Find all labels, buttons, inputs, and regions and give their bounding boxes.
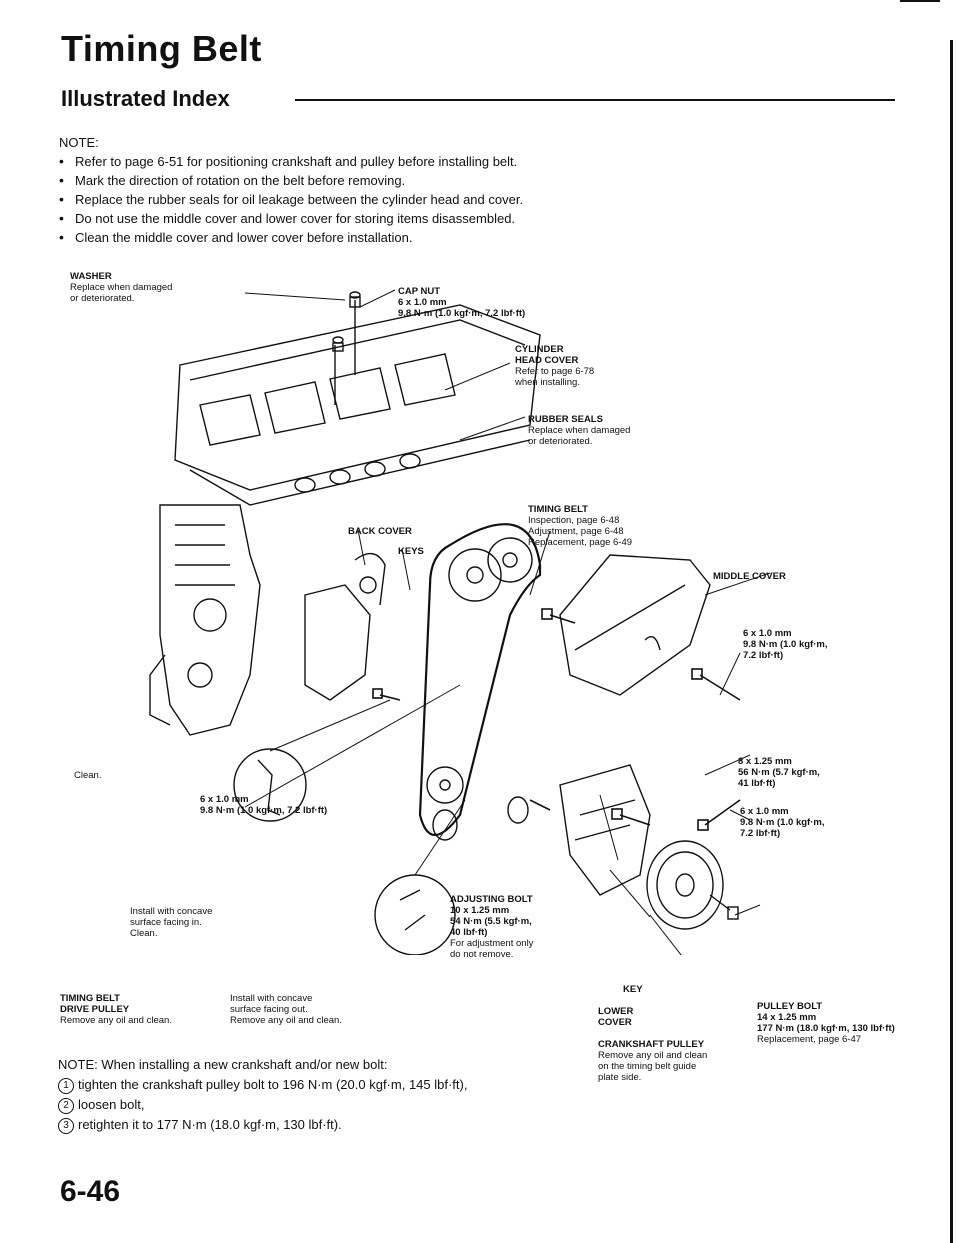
note-item: Refer to page 6-51 for positioning crank…	[59, 152, 859, 171]
bottom-note: NOTE: When installing a new crankshaft a…	[58, 1055, 758, 1135]
adjusting-bolt-text: For adjustment only do not remove.	[450, 938, 534, 960]
step-text: loosen bolt,	[78, 1097, 145, 1112]
timing-belt-title: TIMING BELT	[528, 504, 588, 515]
cap-nut-spec: 6 x 1.0 mm 9.8 N·m (1.0 kgf·m, 7.2 lbf·f…	[398, 297, 526, 319]
diagram-drawing	[149, 289, 771, 955]
back-cover-shape	[304, 552, 386, 701]
drive-pulley-text: Remove any oil and clean.	[60, 1015, 172, 1026]
cylinder-head-cover-shape	[174, 300, 541, 506]
note-item: Clean the middle cover and lower cover b…	[59, 228, 859, 247]
bolt-8-label: 8 x 1.25 mm 56 N·m (5.7 kgf·m, 41 lbf·ft…	[738, 745, 820, 789]
bottom-note-intro: NOTE: When installing a new crankshaft a…	[58, 1057, 388, 1072]
adjusting-bolt-spec: 10 x 1.25 mm 54 N·m (5.5 kgf·m, 40 lbf·f…	[450, 905, 532, 938]
step-number: 1	[58, 1077, 74, 1094]
drive-pulley-title: TIMING BELT DRIVE PULLEY	[60, 993, 130, 1015]
bolt-6-right-label: 6 x 1.0 mm 9.8 N·m (1.0 kgf·m, 7.2 lbf·f…	[740, 795, 824, 839]
note-item: Replace the rubber seals for oil leakage…	[59, 190, 859, 209]
middle-bolt-spec: 6 x 1.0 mm 9.8 N·m (1.0 kgf·m, 7.2 lbf·f…	[743, 628, 828, 661]
note-item: Do not use the middle cover and lower co…	[59, 209, 859, 228]
leader-lines	[244, 289, 771, 955]
note-heading: NOTE:	[59, 135, 99, 150]
middle-cover-shape	[559, 554, 711, 696]
timing-belt-shape	[418, 523, 542, 836]
middle-cover-label: MIDDLE COVER	[713, 560, 786, 593]
keys-label: KEYS	[398, 535, 424, 568]
page-title: Timing Belt	[61, 28, 262, 69]
washer-text: Replace when damaged or deteriorated.	[70, 282, 173, 304]
head-cover-title: CYLINDER HEAD COVER	[515, 344, 579, 366]
bolt-6-left-spec: 6 x 1.0 mm 9.8 N·m (1.0 kgf·m, 7.2 lbf·f…	[200, 794, 328, 816]
cap-nut-title: CAP NUT	[398, 286, 441, 297]
cap-nut-shape	[332, 291, 361, 352]
engine-block-shape	[149, 504, 261, 736]
page-edge-line	[950, 40, 953, 1243]
middle-cover-title: MIDDLE COVER	[713, 571, 786, 582]
back-cover-title: BACK COVER	[348, 526, 412, 537]
step-number: 3	[58, 1117, 74, 1134]
step-text: tighten the crankshaft pulley bolt to 19…	[78, 1077, 468, 1092]
rubber-seals-title: RUBBER SEALS	[528, 414, 603, 425]
keys-title: KEYS	[398, 546, 424, 557]
crankshaft-pulley-text: Remove any oil and clean on the timing b…	[598, 1050, 708, 1083]
step-number: 2	[58, 1097, 74, 1114]
timing-belt-text: Inspection, page 6-48 Adjustment, page 6…	[528, 515, 633, 548]
lower-cover-shape	[559, 764, 651, 896]
key-title: KEY	[623, 984, 643, 995]
bolt-6-right-spec: 6 x 1.0 mm 9.8 N·m (1.0 kgf·m, 7.2 lbf·f…	[740, 806, 825, 839]
page-subtitle: Illustrated Index	[61, 86, 230, 111]
crankshaft-pulley-shape	[646, 840, 739, 930]
middle-bolt-label: 6 x 1.0 mm 9.8 N·m (1.0 kgf·m, 7.2 lbf·f…	[743, 617, 827, 661]
key-label: KEY	[623, 973, 643, 1006]
note-item: Mark the direction of rotation on the be…	[59, 171, 859, 190]
bottom-note-step: 3 retighten it to 177 N·m (18.0 kgf·m, 13…	[58, 1115, 758, 1135]
concave-out-label: Install with concave surface facing out.…	[230, 982, 342, 1026]
pulley-bolt-text: Replacement, page 6-47	[757, 1034, 862, 1045]
head-cover-text: Refer to page 6-78 when installing.	[515, 366, 595, 388]
step-text: retighten it to 177 N·m (18.0 kgf·m, 130…	[78, 1117, 342, 1132]
lower-cover-title: LOWER COVER	[598, 1006, 634, 1028]
title-rule	[295, 99, 895, 101]
rubber-seals-text: Replace when damaged or deteriorated.	[528, 425, 631, 447]
page-number: 6-46	[60, 1175, 121, 1208]
concave-in-text: Install with concave surface facing in. …	[130, 906, 213, 939]
bolts-shape	[372, 608, 741, 831]
concave-out-text: Install with concave surface facing out.…	[230, 993, 342, 1026]
clean-left-text: Clean.	[74, 770, 102, 781]
back-cover-label: BACK COVER	[348, 515, 412, 548]
clean-left-label: Clean.	[74, 759, 101, 781]
pulley-bolt-spec: 14 x 1.25 mm 177 N·m (18.0 kgf·m, 130 lb…	[757, 1012, 895, 1034]
bottom-note-step: 1 tighten the crankshaft pulley bolt to 1…	[58, 1075, 758, 1095]
bolt-8-spec: 8 x 1.25 mm 56 N·m (5.7 kgf·m, 41 lbf·ft…	[738, 756, 820, 789]
concave-in-label: Install with concave surface facing in. …	[130, 895, 212, 939]
washer-title: WASHER	[70, 271, 112, 282]
bottom-note-step: 2 loosen bolt,	[58, 1095, 758, 1115]
pulley-bolt-title: PULLEY BOLT	[757, 1001, 823, 1012]
bolt-6-left-label: 6 x 1.0 mm 9.8 N·m (1.0 kgf·m, 7.2 lbf·f…	[200, 783, 327, 816]
adjusting-bolt-title: ADJUSTING BOLT	[450, 894, 533, 905]
crankshaft-pulley-title: CRANKSHAFT PULLEY	[598, 1039, 705, 1050]
note-list: Refer to page 6-51 for positioning crank…	[59, 152, 859, 247]
page-corner-mark	[900, 0, 940, 2]
lower-cover-label: LOWER COVER	[598, 995, 633, 1039]
